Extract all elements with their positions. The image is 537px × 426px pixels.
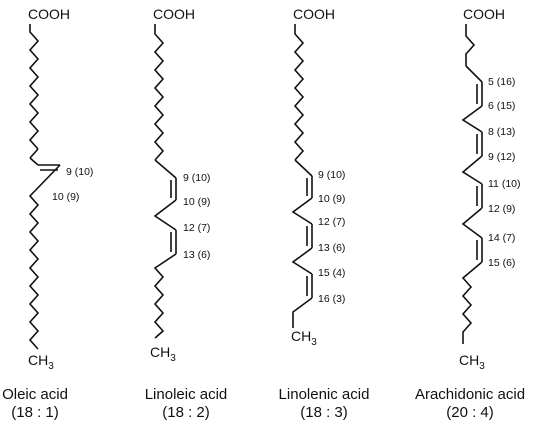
arachidonic-label-9: 9 (12) — [488, 151, 515, 163]
arachidonic-label-12: 12 (9) — [488, 203, 515, 215]
arachidonic-label-8: 8 (13) — [488, 126, 515, 138]
linoleic-cooh-label: COOH — [153, 6, 195, 22]
linoleic-lower-chain — [153, 253, 177, 339]
linolenic-chain-13-15 — [291, 247, 313, 275]
linoleic-ch3-label: CH3 — [150, 344, 176, 364]
oleic-cooh-label: COOH — [28, 6, 70, 22]
arachidonic-bond-to-c5 — [465, 65, 483, 83]
arachidonic-chain-6-8 — [461, 105, 483, 133]
oleic-bond-to-c9 — [29, 157, 39, 166]
linoleic-upper-chain — [153, 24, 165, 161]
linoleic-acid-structure: COOH 9 (10) 10 (9) 12 (7) 13 (6) CH3 — [150, 6, 210, 364]
oleic-label-9: 9 (10) — [66, 166, 93, 178]
oleic-ratio: (18 : 1) — [11, 404, 59, 421]
linolenic-upper-chain — [293, 24, 305, 161]
arachidonic-upper-chain — [465, 24, 476, 66]
oleic-name: Oleic acid — [2, 386, 68, 403]
arachidonic-label-14: 14 (7) — [488, 232, 515, 244]
arachidonic-ratio: (20 : 4) — [446, 404, 494, 421]
arachidonic-chain-12-14 — [461, 207, 483, 239]
arachidonic-label-11: 11 (10) — [488, 178, 521, 190]
linoleic-label-10: 10 (9) — [183, 196, 210, 208]
linolenic-cooh-label: COOH — [293, 6, 335, 22]
arachidonic-ch3-label: CH3 — [459, 352, 485, 372]
linolenic-bond-to-c9 — [294, 159, 313, 177]
linolenic-label-15: 15 (4) — [318, 267, 345, 279]
oleic-upper-chain — [28, 24, 40, 150]
arachidonic-chain-9-11 — [461, 155, 483, 185]
linolenic-label-16: 16 (3) — [318, 293, 345, 305]
linolenic-ratio: (18 : 3) — [300, 404, 348, 421]
arachidonic-label-6: 6 (15) — [488, 100, 515, 112]
linoleic-label-9: 9 (10) — [183, 172, 210, 184]
linolenic-ch3-label: CH3 — [291, 328, 317, 348]
oleic-lower-chain — [28, 164, 61, 350]
linolenic-label-13: 13 (6) — [318, 242, 345, 254]
linolenic-label-10: 10 (9) — [318, 193, 345, 205]
linoleic-name: Linoleic acid — [145, 386, 228, 403]
linoleic-label-13: 13 (6) — [183, 249, 210, 261]
linolenic-name: Linolenic acid — [279, 386, 370, 403]
oleic-bond-9-10-link — [29, 148, 39, 159]
linolenic-chain-10-12 — [291, 197, 313, 225]
arachidonic-name: Arachidonic acid — [415, 386, 525, 403]
arachidonic-label-5: 5 (16) — [488, 76, 515, 88]
linoleic-ratio: (18 : 2) — [162, 404, 210, 421]
oleic-ch3-label: CH3 — [28, 352, 54, 372]
linolenic-label-12: 12 (7) — [318, 216, 345, 228]
linolenic-label-9: 9 (10) — [318, 169, 345, 181]
oleic-label-10: 10 (9) — [52, 191, 79, 203]
arachidonic-acid-structure: COOH 5 (16) 6 (15) 8 (13) 9 (12) 11 (10)… — [459, 6, 521, 372]
linoleic-mid-chain — [153, 199, 177, 231]
arachidonic-label-15: 15 (6) — [488, 257, 515, 269]
arachidonic-cooh-label: COOH — [463, 6, 505, 22]
linolenic-acid-structure: COOH 9 (10) 10 (9) 12 (7) 13 (6) 15 (4) … — [291, 6, 345, 348]
linolenic-lower-chain — [292, 297, 313, 328]
linoleic-bond-to-c9 — [154, 159, 177, 179]
linoleic-label-12: 12 (7) — [183, 222, 210, 234]
oleic-acid-structure: COOH 9 (10) 10 (9) CH3 — [28, 6, 93, 372]
arachidonic-lower-chain — [461, 261, 483, 344]
